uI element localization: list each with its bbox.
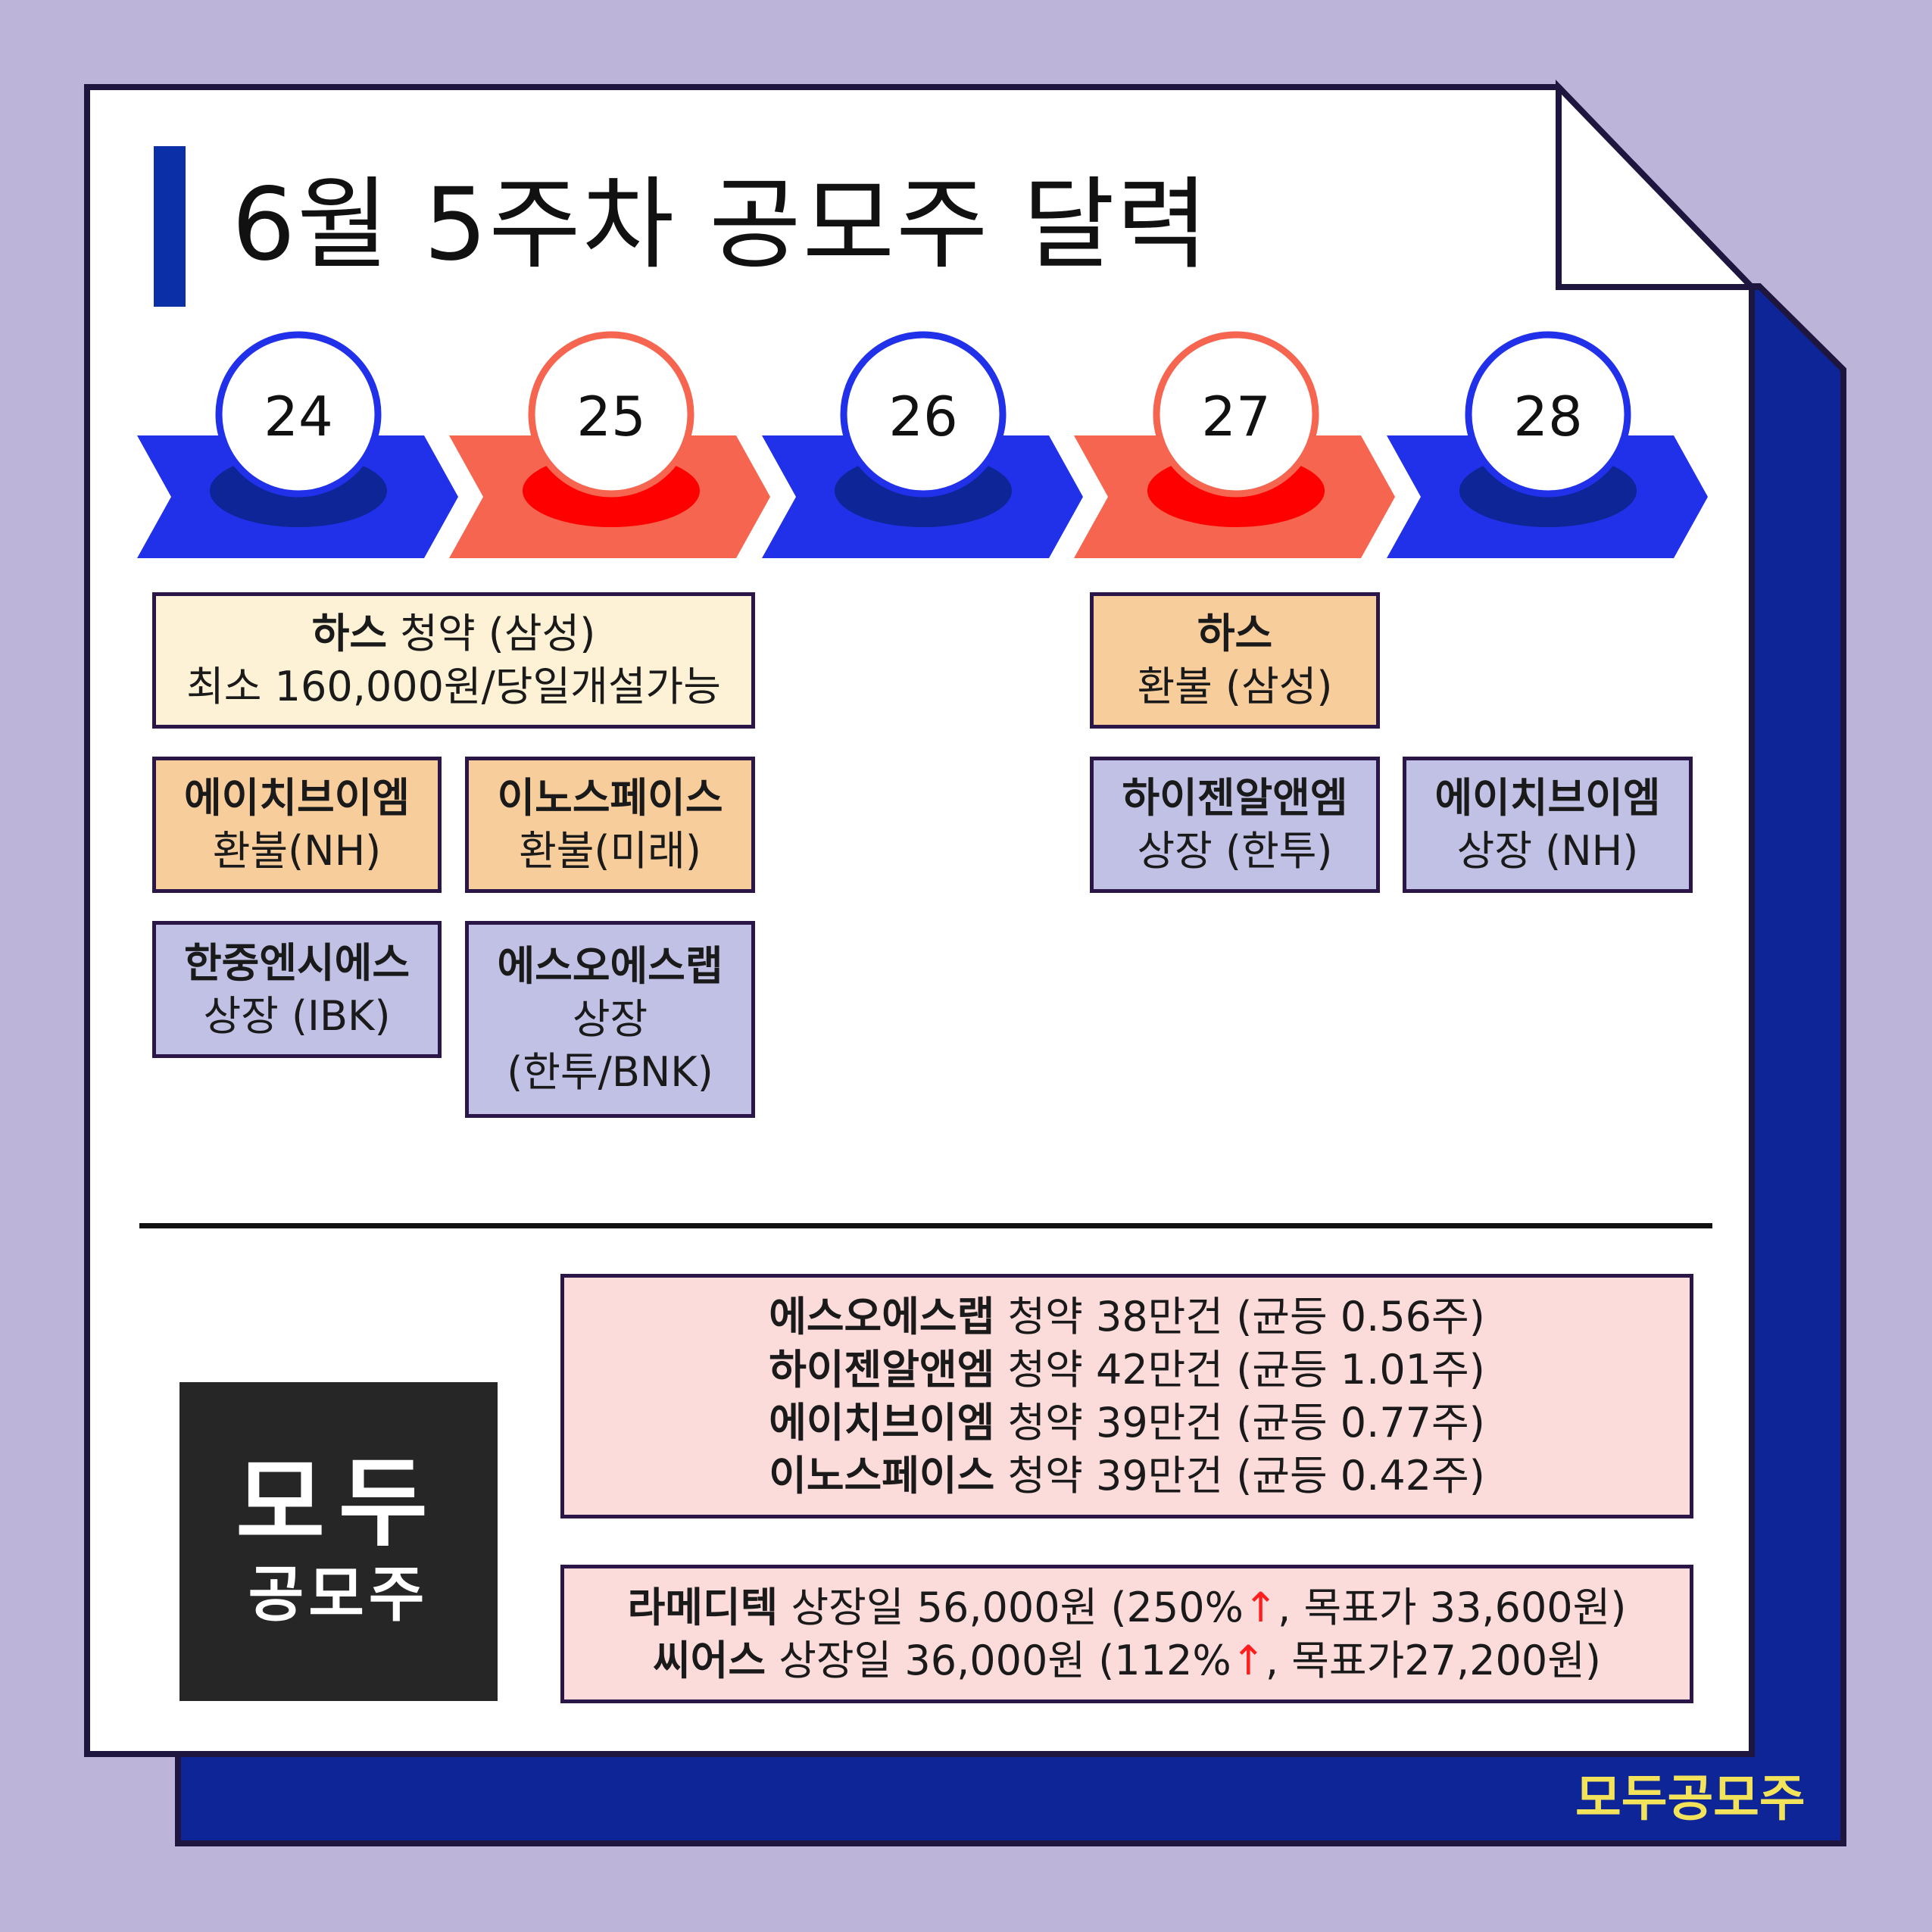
circle-24 bbox=[215, 331, 382, 498]
day-24: 24 bbox=[264, 385, 333, 448]
day-26: 26 bbox=[888, 385, 958, 448]
result-row: 에이치브이엠 청약 39만건 (균등 0.77주) bbox=[769, 1397, 1485, 1450]
subscription-results-box: 에스오에스랩 청약 38만건 (균등 0.56주) 하이젠알앤엠 청약 42만건… bbox=[560, 1274, 1693, 1518]
day-27: 27 bbox=[1201, 385, 1271, 448]
event-hanjung-listing[interactable]: 한중엔시에스 상장 (IBK) bbox=[152, 921, 442, 1058]
event-name: 하스 bbox=[1197, 610, 1273, 657]
day-28: 28 bbox=[1513, 385, 1583, 448]
section-divider bbox=[139, 1223, 1712, 1228]
event-note: 최소 160,000원/당일개설가능 bbox=[186, 663, 721, 710]
event-has-subscription[interactable]: 하스 청약 (삼성) 최소 160,000원/당일개설가능 bbox=[152, 592, 755, 729]
event-detail: 상장 (NH) bbox=[1456, 827, 1639, 875]
event-detail: 상장 (한투) bbox=[1137, 827, 1333, 875]
listing-detail: 상장일 56,000원 (250% bbox=[778, 1583, 1244, 1631]
folded-corner bbox=[1556, 80, 1759, 290]
event-name: 하스 bbox=[311, 610, 388, 657]
circle-27 bbox=[1153, 331, 1319, 498]
event-detail: 상장 bbox=[572, 995, 648, 1043]
result-detail: 청약 39만건 (균등 0.77주) bbox=[994, 1398, 1485, 1447]
result-row: 에스오에스랩 청약 38만건 (균등 0.56주) bbox=[769, 1291, 1485, 1344]
listing-row: 라메디텍 상장일 56,000원 (250%↑, 목표가 33,600원) bbox=[628, 1581, 1627, 1634]
company-name: 에이치브이엠 bbox=[769, 1398, 995, 1447]
logo-text-main: 모두 bbox=[236, 1447, 442, 1560]
page-title: 6월 5주차 공모주 달력 bbox=[232, 167, 1210, 283]
event-name: 에이치브이엠 bbox=[183, 774, 410, 822]
event-name: 이노스페이스 bbox=[497, 774, 723, 822]
event-hvm-refund[interactable]: 에이치브이엠 환불(NH) bbox=[152, 757, 442, 893]
event-name: 하이젠알앤엠 bbox=[1122, 774, 1348, 822]
result-row: 이노스페이스 청약 39만건 (균등 0.42주) bbox=[769, 1450, 1485, 1503]
event-name: 에스오에스랩 bbox=[497, 942, 723, 990]
circle-28 bbox=[1465, 331, 1631, 498]
company-name: 씨어스 bbox=[653, 1636, 766, 1684]
event-has-refund[interactable]: 하스 환불 (삼성) bbox=[1090, 592, 1380, 729]
event-detail: 청약 (삼성) bbox=[387, 610, 596, 657]
company-name: 라메디텍 bbox=[627, 1583, 779, 1631]
event-detail: 환불 (삼성) bbox=[1137, 663, 1333, 710]
company-name: 하이젠알앤엠 bbox=[769, 1345, 995, 1394]
circle-26 bbox=[840, 331, 1007, 498]
event-detail: 환불(NH) bbox=[212, 827, 382, 875]
listing-target: , 목표가27,200원) bbox=[1265, 1636, 1601, 1684]
title-accent-bar bbox=[154, 146, 186, 307]
event-detail: 상장 (IBK) bbox=[203, 991, 391, 1040]
listing-detail: 상장일 36,000원 (112% bbox=[766, 1636, 1231, 1684]
company-name: 이노스페이스 bbox=[769, 1451, 995, 1500]
listing-results-box: 라메디텍 상장일 56,000원 (250%↑, 목표가 33,600원) 씨어… bbox=[560, 1565, 1693, 1703]
result-row: 하이젠알앤엠 청약 42만건 (균등 1.01주) bbox=[769, 1344, 1485, 1397]
event-innospace-refund[interactable]: 이노스페이스 환불(미래) bbox=[465, 757, 755, 893]
event-soslab-listing[interactable]: 에스오에스랩 상장 (한투/BNK) bbox=[465, 921, 755, 1118]
up-arrow-icon: ↑ bbox=[1231, 1636, 1266, 1684]
circle-25 bbox=[528, 331, 694, 498]
listing-row: 씨어스 상장일 36,000원 (112%↑, 목표가27,200원) bbox=[653, 1634, 1601, 1687]
event-detail: 환불(미래) bbox=[519, 827, 701, 875]
event-name: 에이치브이엠 bbox=[1434, 774, 1661, 822]
watermark: 모두공모주 bbox=[1575, 1769, 1806, 1827]
result-detail: 청약 38만건 (균등 0.56주) bbox=[994, 1292, 1485, 1341]
day-25: 25 bbox=[576, 385, 646, 448]
event-detail-2: (한투/BNK) bbox=[507, 1048, 713, 1096]
result-detail: 청약 39만건 (균등 0.42주) bbox=[994, 1451, 1485, 1500]
event-higen-listing[interactable]: 하이젠알앤엠 상장 (한투) bbox=[1090, 757, 1380, 893]
result-detail: 청약 42만건 (균등 1.01주) bbox=[994, 1345, 1485, 1394]
brand-logo: 모두 공모주 bbox=[179, 1382, 498, 1701]
company-name: 에스오에스랩 bbox=[769, 1292, 995, 1341]
event-name: 한중엔시에스 bbox=[183, 938, 410, 987]
event-hvm-listing[interactable]: 에이치브이엠 상장 (NH) bbox=[1403, 757, 1693, 893]
logo-text-sub: 공모주 bbox=[248, 1559, 429, 1630]
up-arrow-icon: ↑ bbox=[1243, 1583, 1278, 1631]
listing-target: , 목표가 33,600원) bbox=[1278, 1583, 1627, 1631]
